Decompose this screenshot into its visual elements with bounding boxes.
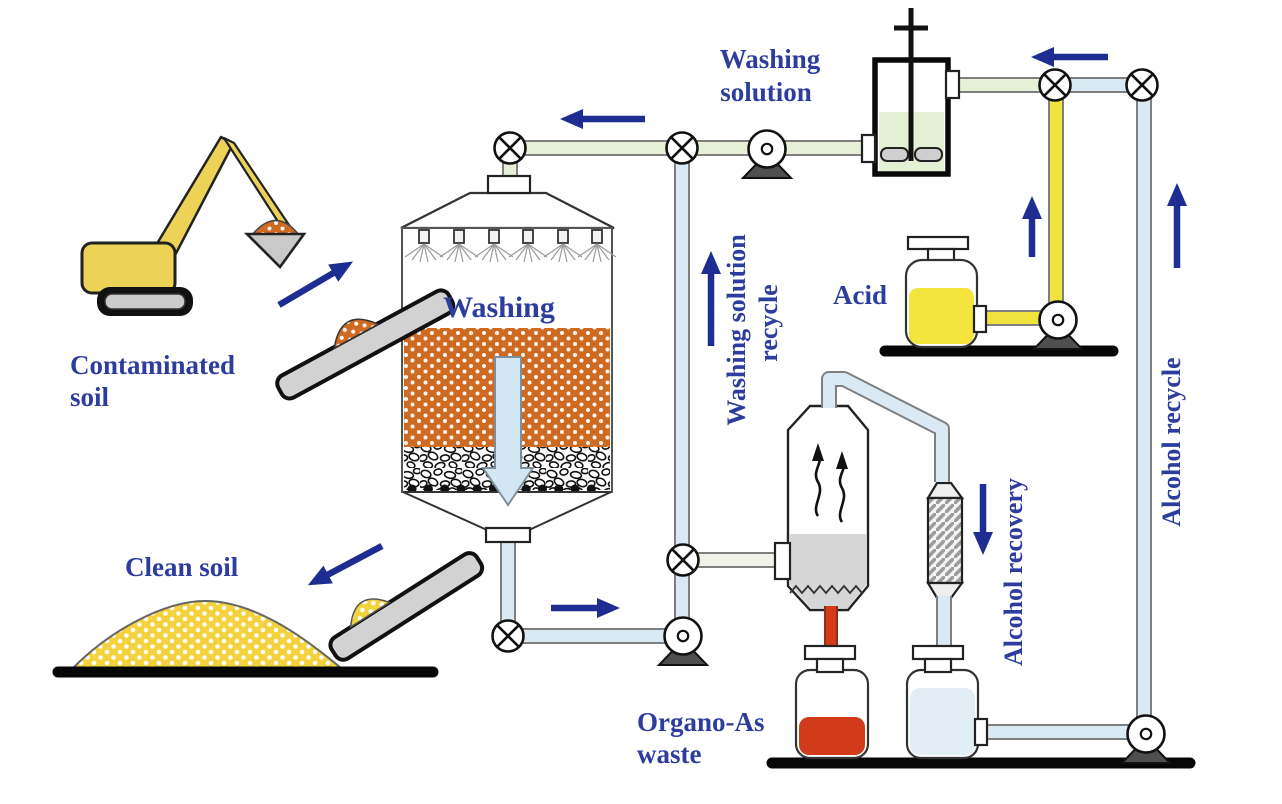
excavator-body — [80, 241, 177, 295]
vapor-arrowhead — [812, 443, 824, 461]
vapor-arrowhead — [836, 451, 848, 469]
alcohol-liquid — [910, 688, 975, 755]
excavator-bucket — [243, 232, 307, 269]
label-washing: Washing — [443, 291, 555, 324]
heater-element — [789, 584, 863, 595]
label-contaminated-soil: Contaminated — [70, 350, 235, 380]
label-contaminated-soil-2: soil — [70, 382, 110, 412]
waste-liquid — [799, 717, 865, 755]
acid-bottle-cap — [906, 235, 970, 251]
percolation-down-arrow — [481, 356, 535, 507]
alcohol-bottle — [905, 668, 980, 760]
valve-alcohol-recycle — [1125, 68, 1159, 102]
acid-liquid — [909, 288, 974, 344]
valve-tank-top — [493, 131, 527, 165]
pump-washing-solution — [741, 129, 793, 180]
evaporator — [786, 404, 870, 612]
valve-evaporator-feed — [666, 543, 700, 577]
stirrer-paddle — [914, 147, 943, 162]
label-alcohol-recovery: Alcohol recovery — [999, 478, 1028, 666]
condenser-top — [926, 481, 965, 500]
washing-tank-hood — [400, 191, 615, 230]
condenser-bottom — [926, 581, 965, 600]
hood-flange — [486, 174, 532, 195]
pipe-vapor-line — [821, 371, 950, 482]
label-washing-solution-2: solution — [720, 77, 812, 107]
label-alcohol-recycle: Alcohol recycle — [1157, 357, 1186, 526]
evaporator-inlet-flange — [773, 541, 792, 581]
valve-acid-line — [1038, 68, 1072, 102]
acid-bottle-flange — [972, 304, 988, 334]
pump-recycle — [657, 616, 709, 667]
alcohol-bottle-neck — [923, 657, 953, 674]
condenser — [926, 481, 965, 600]
label-acid: Acid — [833, 280, 887, 310]
waste-bottle-neck — [815, 657, 845, 674]
waste-bottle — [794, 668, 870, 760]
evaporator-liquid — [790, 534, 866, 608]
condenser-coil — [926, 496, 964, 585]
arrow-soil-in — [277, 261, 354, 308]
label-washing-solution-recycle-2: recycle — [754, 284, 783, 361]
mixer-right-flange — [944, 69, 961, 100]
arrow-soil-out — [307, 543, 384, 586]
valve-recycle-top — [665, 131, 699, 165]
label-clean-soil: Clean soil — [125, 552, 239, 582]
alcohol-bottle-cap — [911, 644, 965, 661]
stirrer-paddle — [880, 147, 909, 162]
label-washing-solution: Washing — [720, 44, 821, 74]
valve-tank-outlet — [491, 619, 525, 653]
label-organo-as-waste-2: waste — [637, 739, 701, 769]
mixing-tank — [872, 8, 951, 177]
conveyor-belt — [328, 551, 485, 662]
washing-tank — [400, 191, 617, 531]
mixer-left-flange — [860, 133, 877, 164]
acid-bottle — [904, 235, 979, 349]
outlet-flange — [484, 526, 532, 544]
conveyor-clean — [328, 551, 485, 662]
pump-alcohol-recycle — [1120, 714, 1172, 765]
pump-acid — [1032, 300, 1084, 351]
conveyor-contaminated — [275, 288, 456, 401]
excavator — [80, 135, 307, 316]
excavator-arm — [222, 136, 295, 236]
conveyor-soil-mound — [333, 318, 380, 350]
label-washing-solution-recycle: Washing solution — [722, 234, 751, 426]
conveyor-soil-mound — [349, 598, 392, 629]
clean-soil-pile — [69, 599, 344, 671]
waste-bottle-cap — [803, 644, 857, 661]
excavator-track-inner — [104, 293, 186, 310]
alcohol-bottle-flange — [973, 717, 989, 747]
label-organo-as-waste: Organo-As — [637, 707, 765, 737]
